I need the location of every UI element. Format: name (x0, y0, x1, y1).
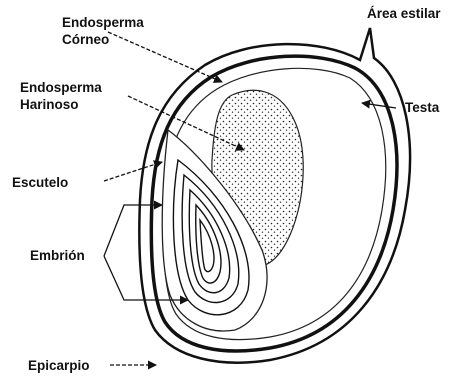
label-area-estilar: Área estilar (367, 6, 441, 21)
label-epicarpio: Epicarpio (28, 358, 90, 373)
label-endosperma-corneo-1: Endosperma (62, 15, 144, 30)
label-escutelo: Escutelo (12, 175, 68, 190)
label-embrion: Embrión (30, 248, 85, 263)
label-endosperma-harinoso-1: Endosperma (20, 80, 102, 95)
label-testa: Testa (405, 100, 440, 115)
label-endosperma-harinoso-2: Harinoso (20, 97, 79, 112)
label-endosperma-corneo-2: Córneo (62, 32, 109, 47)
